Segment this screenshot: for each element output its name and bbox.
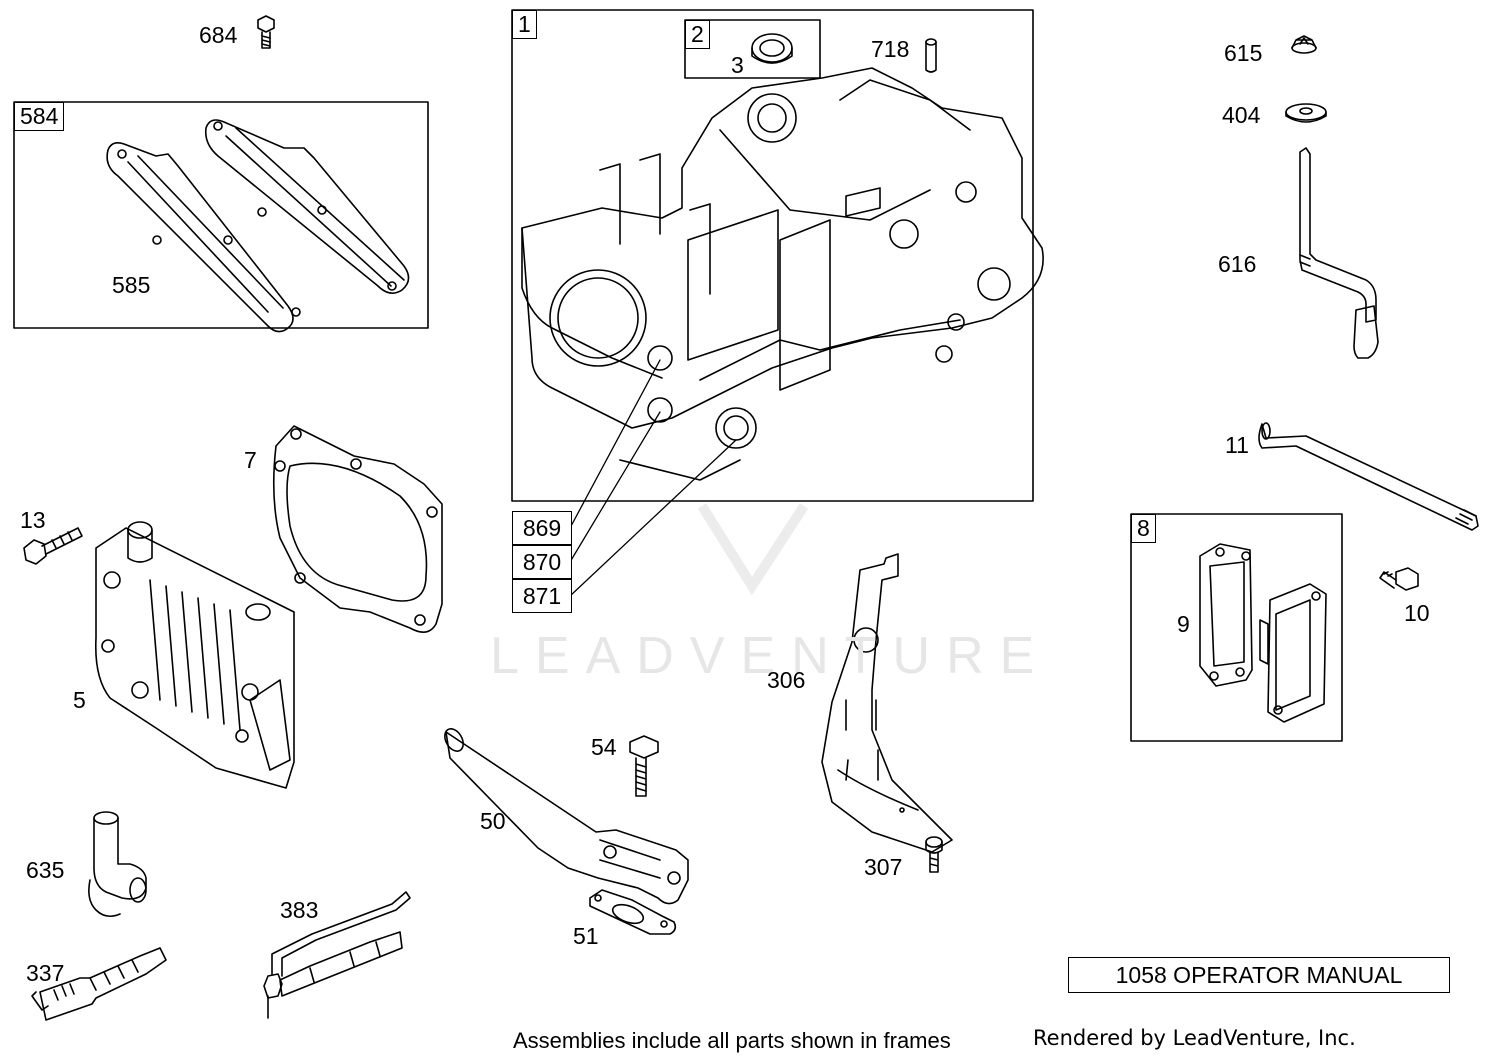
callout-50: 50 — [480, 808, 506, 834]
callout-616: 616 — [1218, 251, 1257, 277]
frame-2 — [684, 19, 821, 79]
tool-383-part — [263, 891, 411, 1019]
callout-5: 5 — [73, 687, 86, 713]
cylinder-head-5-part — [94, 521, 295, 789]
dipstick-tube-11-part — [1258, 422, 1479, 531]
callout-585: 585 — [112, 272, 151, 298]
footer-rendered-by: Rendered by LeadVenture, Inc. — [1033, 1026, 1356, 1050]
callout-8: 8 — [1131, 514, 1156, 543]
callout-7: 7 — [244, 447, 257, 473]
frame-8 — [1130, 513, 1343, 742]
dipstick-616-part — [1299, 147, 1379, 359]
gasket-51-part — [589, 889, 677, 935]
callout-383: 383 — [280, 897, 319, 923]
footer-assemblies-note: Assemblies include all parts shown in fr… — [513, 1028, 951, 1053]
callout-635: 635 — [26, 857, 65, 883]
callout-684: 684 — [199, 22, 238, 48]
breather-gasket-9-part — [1199, 543, 1253, 687]
seal-3-part — [751, 33, 793, 64]
callout-584: 584 — [14, 102, 65, 131]
intake-pipe-50-part — [444, 728, 689, 905]
cylinder-block-part — [521, 67, 1044, 481]
screw-10-part — [1379, 567, 1419, 591]
callout-3: 3 — [731, 52, 744, 78]
spark-plug-337-part — [31, 947, 167, 1021]
callout-11: 11 — [1225, 432, 1249, 458]
bolt-54-part — [629, 735, 659, 797]
callout-869: 869 — [512, 511, 572, 545]
elbow-635-part — [88, 811, 147, 918]
operator-manual-box: 1058 OPERATOR MANUAL — [1068, 957, 1450, 993]
callout-1: 1 — [512, 10, 537, 39]
watermark-text: LEADVENTURE — [490, 627, 1051, 685]
callout-870: 870 — [512, 545, 572, 579]
screw-307-part — [925, 836, 943, 873]
frame-1 — [511, 9, 1034, 502]
shield-306-part — [821, 553, 953, 853]
callout-10: 10 — [1404, 600, 1430, 626]
bolt-684-part — [257, 15, 275, 49]
callout-871: 871 — [512, 579, 572, 613]
bolt-13-part — [23, 527, 83, 565]
watermark-emblem — [697, 503, 809, 596]
frame-584 — [13, 101, 429, 329]
callout-306: 306 — [767, 667, 806, 693]
callout-718: 718 — [871, 36, 910, 62]
leader-lines — [569, 359, 737, 597]
callout-615: 615 — [1224, 40, 1263, 66]
callout-51: 51 — [573, 923, 599, 949]
pin-718-part — [925, 38, 937, 73]
callout-307: 307 — [864, 854, 903, 880]
washer-404-part — [1285, 103, 1327, 123]
nut-615-part — [1291, 35, 1317, 54]
callout-337: 337 — [26, 960, 65, 986]
head-gasket-7-part — [272, 425, 443, 633]
callout-54: 54 — [591, 734, 617, 760]
callout-404: 404 — [1222, 102, 1261, 128]
callout-9: 9 — [1177, 611, 1190, 637]
callout-2: 2 — [685, 20, 710, 49]
callout-13: 13 — [20, 507, 46, 533]
breather-cover-part — [1259, 583, 1327, 723]
gasket-585-part — [106, 119, 410, 333]
